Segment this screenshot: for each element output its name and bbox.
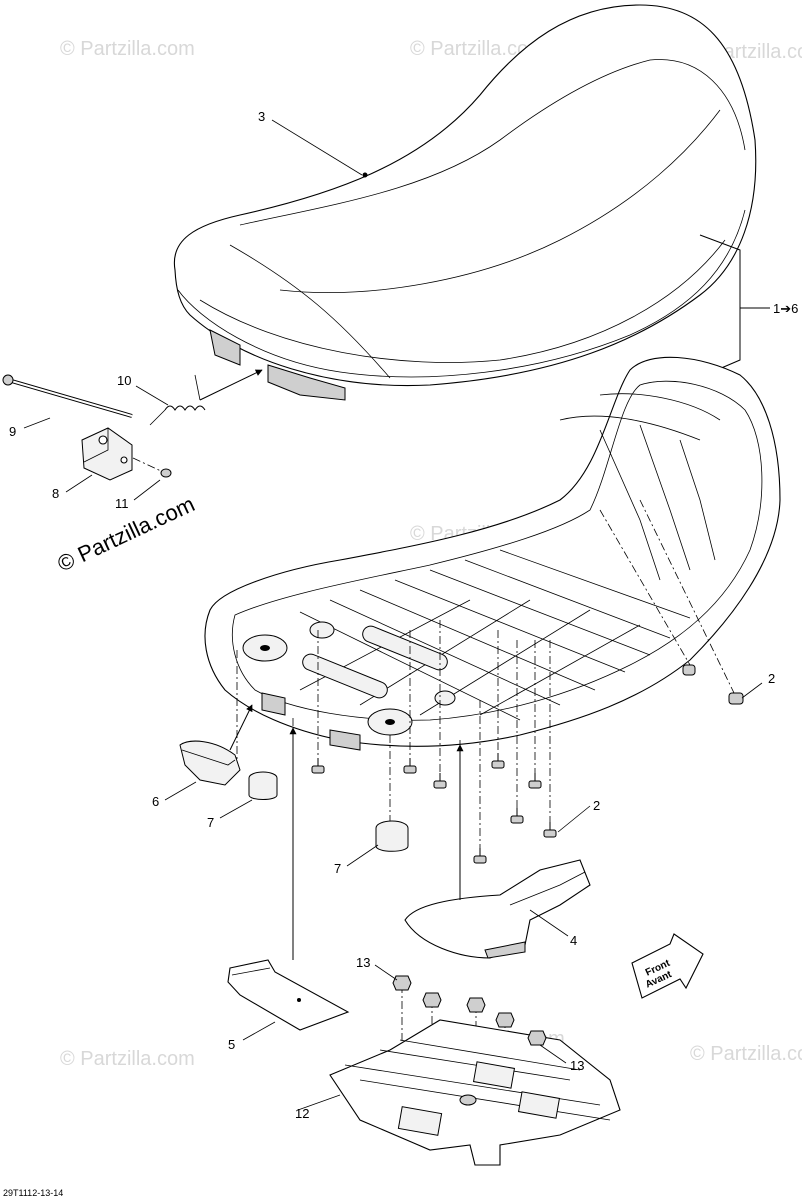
pin (491, 753, 505, 769)
washer-part-11[interactable] (132, 457, 172, 478)
pin (473, 848, 487, 864)
callout-13: 13 (356, 955, 370, 970)
pin (543, 822, 557, 838)
callout-9: 9 (9, 424, 16, 439)
seat-cushion-part-3[interactable] (173, 4, 757, 401)
nut (392, 975, 412, 991)
nuts-part-13[interactable] (392, 975, 547, 1046)
callout-3: 3 (258, 109, 265, 124)
assembly-arrows (199, 369, 464, 960)
pin (311, 758, 325, 774)
callout-7: 7 (207, 815, 214, 830)
callout-8: 8 (52, 486, 59, 501)
pin (682, 664, 696, 676)
callout-leaders (23, 119, 763, 1111)
pin (433, 773, 447, 789)
protective-plate-part-4[interactable] (404, 859, 591, 959)
callout-labels: 1➔6 2 2 3 4 5 6 7 7 8 9 10 11 12 13 13 (9, 109, 798, 1121)
fastener-pins-part-2[interactable] (311, 664, 744, 864)
watermark-faint: © Partzilla.com (410, 38, 545, 60)
callout-13: 13 (570, 1058, 584, 1073)
latch-bracket-part-8[interactable] (81, 427, 133, 481)
pin (403, 758, 417, 774)
callout-5: 5 (228, 1037, 235, 1052)
nut (466, 997, 486, 1013)
spring-part-10[interactable] (149, 374, 206, 426)
nut (527, 1030, 547, 1046)
nut (495, 1012, 515, 1028)
grommet-part-7b[interactable] (375, 820, 409, 852)
callout-1-6: 1➔6 (773, 301, 798, 316)
rod-part-9[interactable] (2, 374, 133, 418)
grommet-part-7a[interactable] (248, 771, 278, 800)
assembly-bracket-1-6 (699, 234, 770, 373)
assembly-guide-lines (236, 499, 736, 1120)
watermark-faint: © Partzilla.com (60, 1048, 195, 1070)
callout-12: 12 (295, 1106, 309, 1121)
pin (728, 692, 744, 705)
callout-10: 10 (117, 373, 131, 388)
watermark-faint: © Partzilla.com (690, 1043, 802, 1065)
nut (422, 992, 442, 1008)
seat-base-frame[interactable] (204, 356, 781, 751)
callout-11: 11 (115, 496, 129, 511)
callout-2: 2 (768, 671, 775, 686)
pin (510, 808, 524, 824)
callout-4: 4 (570, 933, 577, 948)
callout-7: 7 (334, 861, 341, 876)
diagram-reference-code: 29T1112-13-14 (3, 1188, 63, 1198)
protective-plate-part-5[interactable] (227, 959, 350, 1031)
callout-2: 2 (593, 798, 600, 813)
skid-plate-part-12[interactable] (329, 1019, 621, 1166)
bumper-part-6[interactable] (179, 740, 241, 786)
watermark-faint: © Partzilla.com (60, 38, 195, 60)
pin (528, 773, 542, 789)
front-direction-arrow: Front Avant (631, 933, 704, 999)
callout-6: 6 (152, 794, 159, 809)
